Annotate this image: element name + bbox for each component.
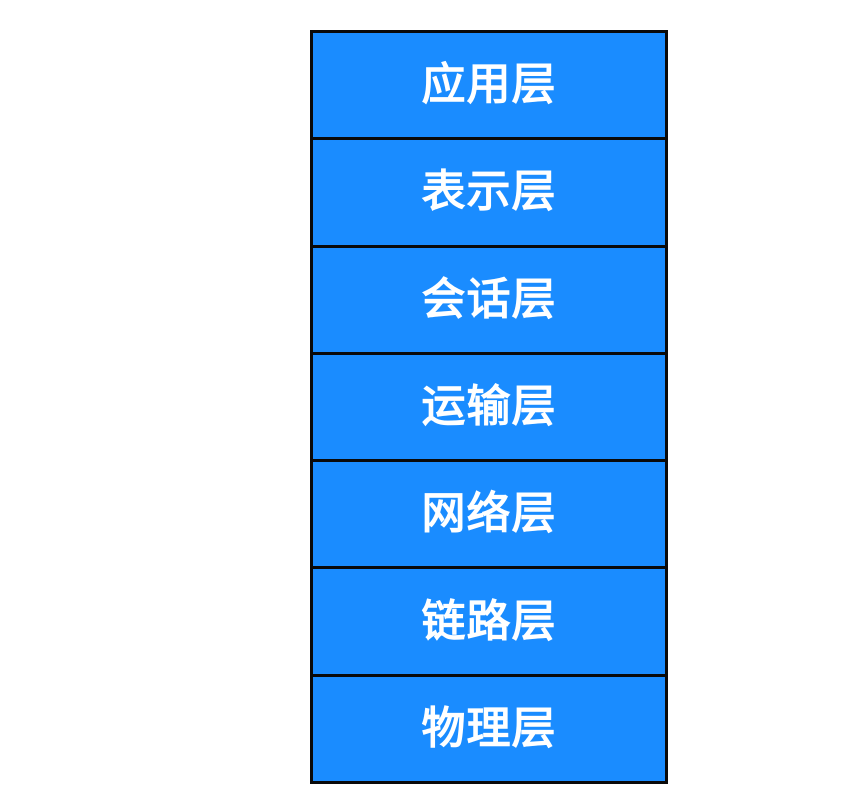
- layer-network: 网络层: [313, 459, 665, 567]
- layer-session: 会话层: [313, 244, 665, 352]
- layer-presentation: 表示层: [313, 137, 665, 245]
- layer-label: 网络层: [421, 488, 557, 540]
- layer-label: 物理层: [421, 702, 557, 754]
- layer-label: 应用层: [421, 59, 557, 111]
- layer-physical: 物理层: [313, 673, 665, 781]
- layer-label: 表示层: [421, 166, 557, 218]
- layer-label: 会话层: [421, 273, 557, 325]
- layer-application: 应用层: [313, 33, 665, 138]
- layer-label: 运输层: [421, 380, 557, 432]
- layer-transport: 运输层: [313, 351, 665, 460]
- layer-label: 链路层: [421, 595, 557, 647]
- layer-link: 链路层: [313, 566, 665, 674]
- protocol-layer-stack: 应用层 表示层 会话层 运输层 网络层 链路层 物理层: [310, 30, 668, 784]
